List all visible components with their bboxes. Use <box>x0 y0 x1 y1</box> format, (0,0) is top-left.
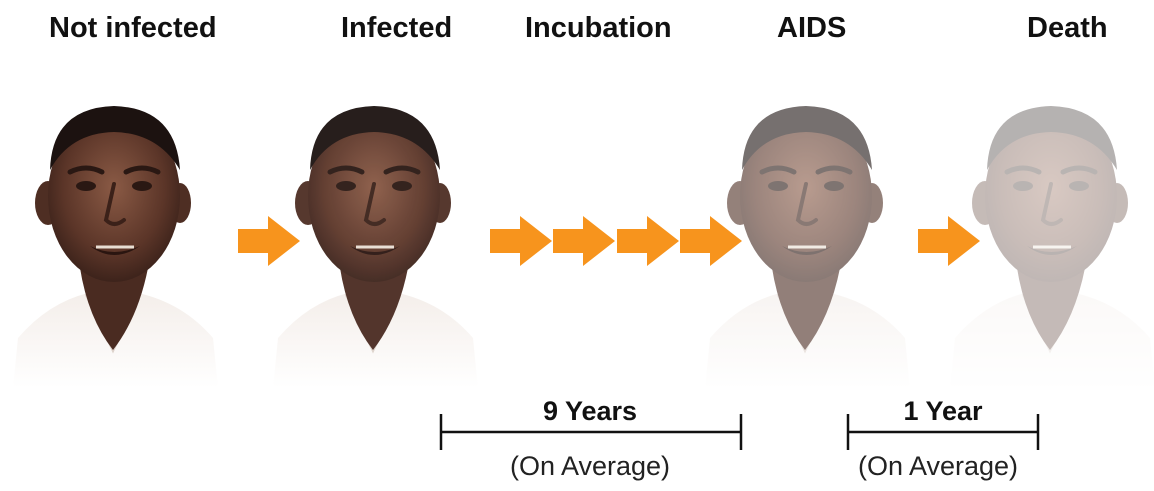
right-arrow-icon <box>238 216 300 266</box>
right-arrow-icon <box>490 216 552 266</box>
stage-label-not-infected: Not infected <box>49 10 217 46</box>
duration-note-1-year: (On Average) <box>818 450 1058 482</box>
stage-label-infected: Infected <box>341 10 452 46</box>
duration-label-9-years: 9 Years <box>520 395 660 427</box>
right-arrow-icon <box>680 216 742 266</box>
duration-label-1-year: 1 Year <box>873 395 1013 427</box>
right-arrow-icon <box>553 216 615 266</box>
duration-note-9-years: (On Average) <box>470 450 710 482</box>
portrait-not-infected <box>8 88 218 388</box>
stage-label-incubation: Incubation <box>525 10 672 46</box>
stage-label-aids: AIDS <box>777 10 846 46</box>
stage-label-death: Death <box>1027 10 1108 46</box>
right-arrow-icon <box>918 216 980 266</box>
right-arrow-icon <box>617 216 679 266</box>
